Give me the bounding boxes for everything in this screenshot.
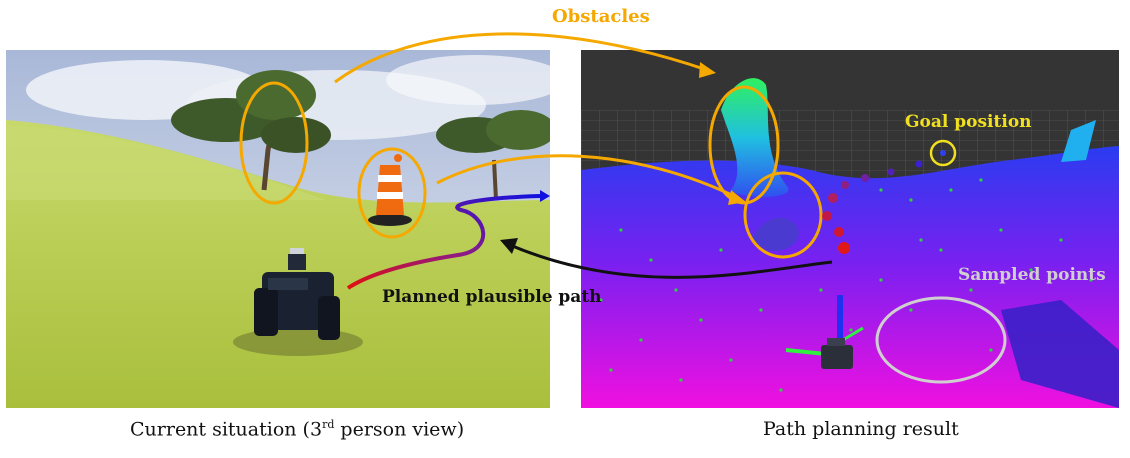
left-caption-sup: rd [322, 418, 335, 431]
obstacle-mound [751, 217, 799, 251]
costmap-scene [581, 50, 1119, 408]
path-planning-view [581, 50, 1119, 408]
goal-position-label: Goal position [905, 112, 1032, 132]
obstacle-highlight-cone [357, 147, 427, 239]
obstacle-highlight-tree [239, 81, 309, 205]
robot-vehicle-icon [233, 248, 363, 356]
hill-highlight [6, 125, 326, 200]
obstacles-label: Obstacles [552, 6, 650, 27]
tree-icon [171, 70, 331, 191]
traffic-barrel-icon [368, 154, 412, 226]
robot-vehicle-icon [785, 295, 864, 369]
right-caption: Path planning result [763, 418, 959, 440]
planned-path-nodes [822, 160, 923, 254]
planned-path-line [346, 194, 541, 290]
left-caption-suffix: person view) [334, 418, 465, 441]
hill-slope [1001, 300, 1119, 408]
simulation-view [6, 50, 550, 408]
planned-path-label: Planned plausible path [382, 287, 602, 307]
goal-highlight [929, 139, 957, 167]
cost-surface [581, 146, 1119, 408]
simulation-scene [6, 50, 550, 408]
left-caption-prefix: Current situation (3 [130, 418, 323, 441]
goal-point [940, 150, 946, 156]
left-caption: Current situation (3rd person view) [130, 418, 464, 440]
obstacle-peak [1061, 120, 1096, 162]
sampled-points-highlight [875, 296, 1007, 384]
sampled-points-label: Sampled points [958, 265, 1106, 285]
